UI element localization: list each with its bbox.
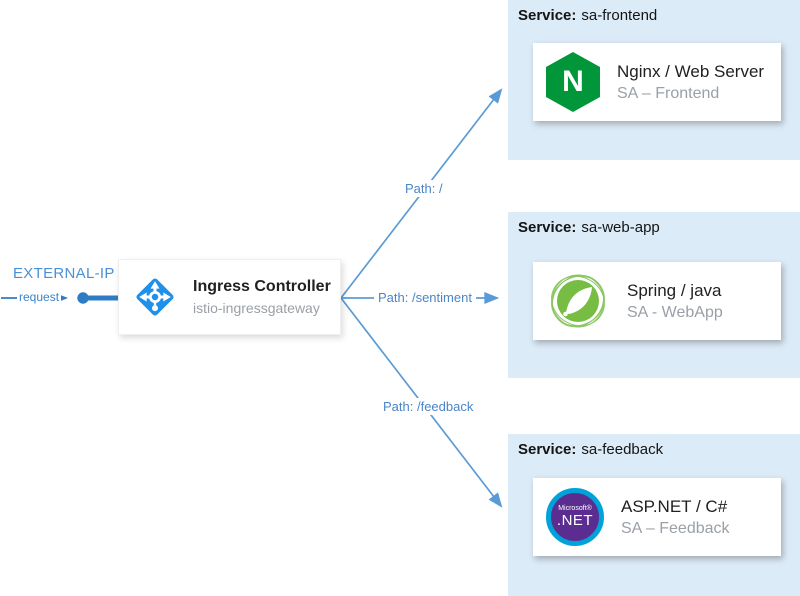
- ingress-title: Ingress Controller: [193, 278, 331, 295]
- ingress-subtitle: istio-ingressgateway: [193, 300, 320, 316]
- external-ip-label: EXTERNAL-IP: [13, 265, 115, 282]
- card-text: Spring / java SA - WebApp: [627, 280, 723, 322]
- external-ip-node-dot: [77, 292, 89, 304]
- service-label-prefix: Service:: [518, 7, 577, 24]
- route-label-feedback: Path: /feedback: [379, 398, 478, 415]
- service-label: Service:sa-feedback: [518, 441, 663, 458]
- card-text: ASP.NET / C# SA – Feedback: [621, 496, 730, 538]
- card-title: ASP.NET / C#: [621, 496, 728, 516]
- service-name: sa-frontend: [581, 7, 658, 24]
- card-dotnet: Microsoft® .NET ASP.NET / C# SA – Feedba…: [533, 478, 781, 556]
- route-label-root: Path: /: [401, 180, 447, 197]
- card-title: Nginx / Web Server: [617, 61, 765, 81]
- card-nginx: N Nginx / Web Server SA – Frontend: [533, 43, 781, 121]
- spring-icon: [546, 269, 610, 333]
- dotnet-icon-microsoft-text: Microsoft®: [558, 504, 592, 512]
- card-spring: Spring / java SA - WebApp: [533, 262, 781, 340]
- card-subtitle: SA – Feedback: [621, 520, 730, 538]
- dotnet-icon-net-text: .NET: [556, 511, 594, 529]
- service-panel-webapp: Service:sa-web-app Spring / java: [508, 212, 800, 378]
- nginx-icon: N: [546, 52, 600, 112]
- service-label-prefix: Service:: [518, 219, 577, 236]
- card-title: Spring / java: [627, 280, 722, 300]
- service-label-prefix: Service:: [518, 441, 577, 458]
- service-name: sa-feedback: [581, 441, 664, 458]
- ingress-controller-node: Ingress Controller istio-ingressgateway: [118, 259, 341, 335]
- card-subtitle: SA - WebApp: [627, 304, 723, 322]
- card-text: Nginx / Web Server SA – Frontend: [617, 61, 764, 103]
- istio-gateway-icon: [136, 278, 174, 316]
- request-label: request: [17, 290, 62, 304]
- route-label-sentiment: Path: /sentiment: [374, 289, 476, 306]
- service-panel-frontend: Service:sa-frontend N Nginx / Web Server…: [508, 0, 800, 160]
- dotnet-icon: Microsoft® .NET: [546, 488, 604, 546]
- card-subtitle: SA – Frontend: [617, 85, 720, 103]
- spring-icon-svg: [551, 274, 605, 328]
- service-panel-feedback: Service:sa-feedback Microsoft® .NET ASP.…: [508, 434, 800, 596]
- nginx-icon-letter: N: [562, 65, 584, 98]
- service-name: sa-web-app: [581, 219, 660, 236]
- service-label: Service:sa-web-app: [518, 219, 660, 236]
- ingress-text: Ingress Controller istio-ingressgateway: [193, 278, 331, 316]
- service-label: Service:sa-frontend: [518, 7, 657, 24]
